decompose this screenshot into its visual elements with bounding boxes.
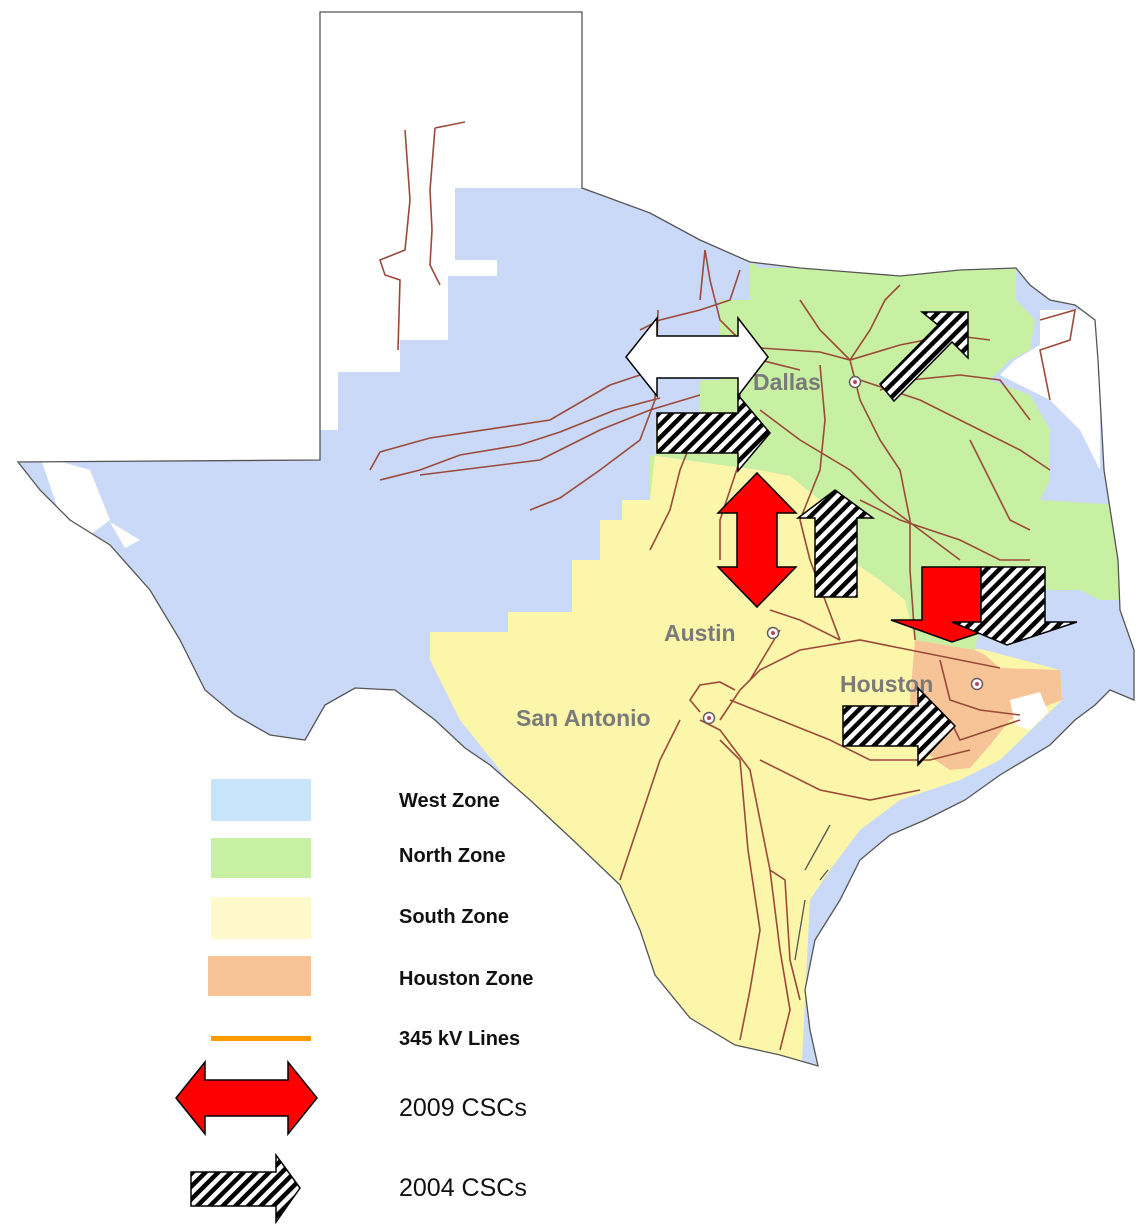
legend-label-csc2004: 2004 CSCs [399, 1174, 527, 1202]
hatched-arrow-icon [190, 1152, 301, 1225]
legend-label-csc2009: 2009 CSCs [399, 1094, 527, 1122]
city-label-san-antonio: San Antonio [516, 705, 651, 731]
legend-swatch-345kv [211, 1036, 311, 1041]
csc-arrows [625, 311, 1078, 767]
west-unassigned-pocket [40, 456, 140, 548]
double-red-arrow-icon [716, 471, 798, 609]
hatched-arrow-icon [656, 392, 771, 474]
hatched-arrow-icon [951, 566, 1078, 646]
legend-item-csc2004: 2004 CSCs [190, 1152, 527, 1225]
hatched-arrow-icon [842, 686, 957, 767]
city-dallas: Dallas [753, 369, 862, 395]
legend-swatch-north [211, 838, 311, 878]
coast-islands [794, 824, 831, 961]
legend-label-west: West Zone [399, 790, 500, 812]
legend-label-houston: Houston Zone [399, 968, 533, 990]
double-red-arrow-icon [175, 1059, 318, 1137]
target-dot-icon [848, 375, 862, 389]
legend-swatch-houston [208, 956, 311, 996]
target-dot-icon [970, 677, 984, 691]
legend-label-345kv: 345 kV Lines [399, 1028, 520, 1050]
city-label-dallas: Dallas [753, 369, 821, 395]
target-dot-icon [766, 626, 780, 640]
target-dot-icon [702, 711, 716, 725]
legend-item-csc2009: 2009 CSCs [175, 1059, 527, 1137]
legend: West Zone North Zone South Zone Houston … [175, 779, 533, 1225]
panhandle-unassigned [300, 12, 585, 430]
city-san-antonio: San Antonio [516, 705, 716, 731]
legend-item-south: South Zone [211, 897, 509, 939]
legend-item-345kv: 345 kV Lines [211, 1028, 520, 1050]
hatched-arrow-icon [795, 489, 876, 598]
legend-item-west: West Zone [211, 779, 500, 821]
north-zone-east-white [1000, 310, 1100, 470]
legend-swatch-west [211, 779, 311, 821]
city-label-austin: Austin [664, 620, 736, 646]
legend-label-south: South Zone [399, 906, 509, 928]
city-austin: Austin [664, 620, 780, 646]
legend-item-houston: Houston Zone [208, 956, 533, 996]
legend-item-north: North Zone [211, 838, 506, 878]
legend-label-north: North Zone [399, 845, 506, 867]
white-double-arrow-icon [625, 315, 769, 399]
hatched-arrow-icon [878, 311, 969, 403]
houston-zone [910, 640, 1062, 770]
legend-swatch-south [211, 897, 311, 939]
